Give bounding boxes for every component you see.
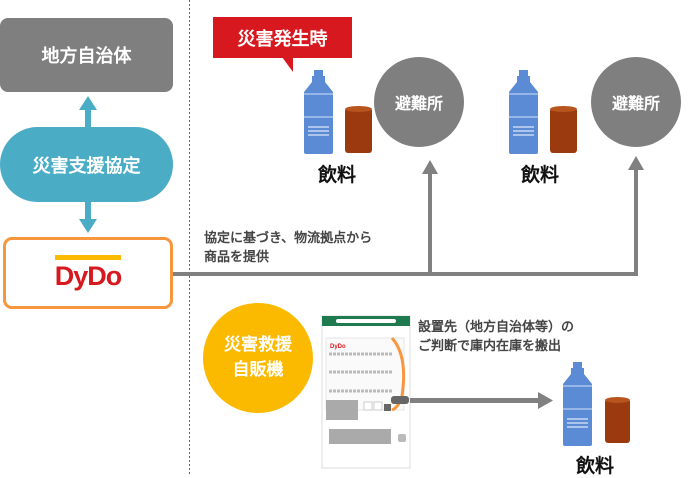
can-icon (605, 397, 630, 443)
bottle-icon (509, 70, 538, 154)
vending-badge-line1: 災害救援 (224, 335, 292, 355)
agreement-label: 災害支援協定 (32, 155, 141, 177)
vending-note: 設置先（地方自治体等）の ご判断で庫内在庫を搬出 (418, 318, 574, 356)
unload-arrow-icon (410, 392, 553, 409)
agreement-pill: 災害支援協定 (0, 127, 173, 202)
drink-label-2: 飲料 (521, 164, 560, 186)
vending-note-line1: 設置先（地方自治体等）の (418, 320, 575, 335)
government-label: 地方自治体 (41, 46, 132, 67)
svg-text:DyDo: DyDo (330, 344, 346, 350)
agreement-arrow-down-icon (79, 202, 97, 233)
can-icon (550, 106, 577, 153)
shelter-label-2: 避難所 (591, 57, 681, 147)
vending-machine-icon: DyDo (321, 315, 411, 469)
supply-note: 協定に基づき、物流拠点から 商品を提供 (204, 229, 372, 267)
shelter-circle-1 (374, 57, 464, 147)
dydo-logo-box: DyDo (3, 237, 173, 309)
agreement-arrow-up-icon (79, 96, 97, 127)
drink-label-3: 飲料 (576, 455, 615, 477)
vending-badge-circle (203, 303, 313, 413)
disaster-badge-label: 災害発生時 (237, 28, 328, 50)
supply-note-line2: 商品を提供 (204, 250, 270, 265)
arrow-to-shelter-1-icon (422, 160, 438, 174)
vending-note-line2: ご判断で庫内在庫を搬出 (418, 339, 562, 354)
drink-label-1: 飲料 (318, 164, 357, 186)
disaster-badge: 災害発生時 (213, 17, 352, 58)
shelter-label: 避難所 (394, 94, 443, 113)
arrow-to-shelter-2-icon (628, 156, 644, 170)
vending-badge: 災害救援 自販機 (203, 303, 313, 413)
shelter-label-1: 避難所 (374, 57, 464, 147)
bottle-icon (563, 362, 592, 446)
can-icon (345, 106, 372, 153)
vending-badge-line2: 自販機 (232, 360, 284, 380)
shelter-label: 避難所 (611, 94, 660, 113)
supply-note-line1: 協定に基づき、物流拠点から (204, 231, 373, 246)
badge-tail (282, 57, 293, 72)
dydo-logo: DyDo (54, 254, 122, 292)
supply-route-arrows (173, 168, 638, 276)
bottle-icon (304, 70, 333, 154)
shelter-circle-2 (591, 57, 681, 147)
government-box: 地方自治体 (0, 18, 173, 92)
